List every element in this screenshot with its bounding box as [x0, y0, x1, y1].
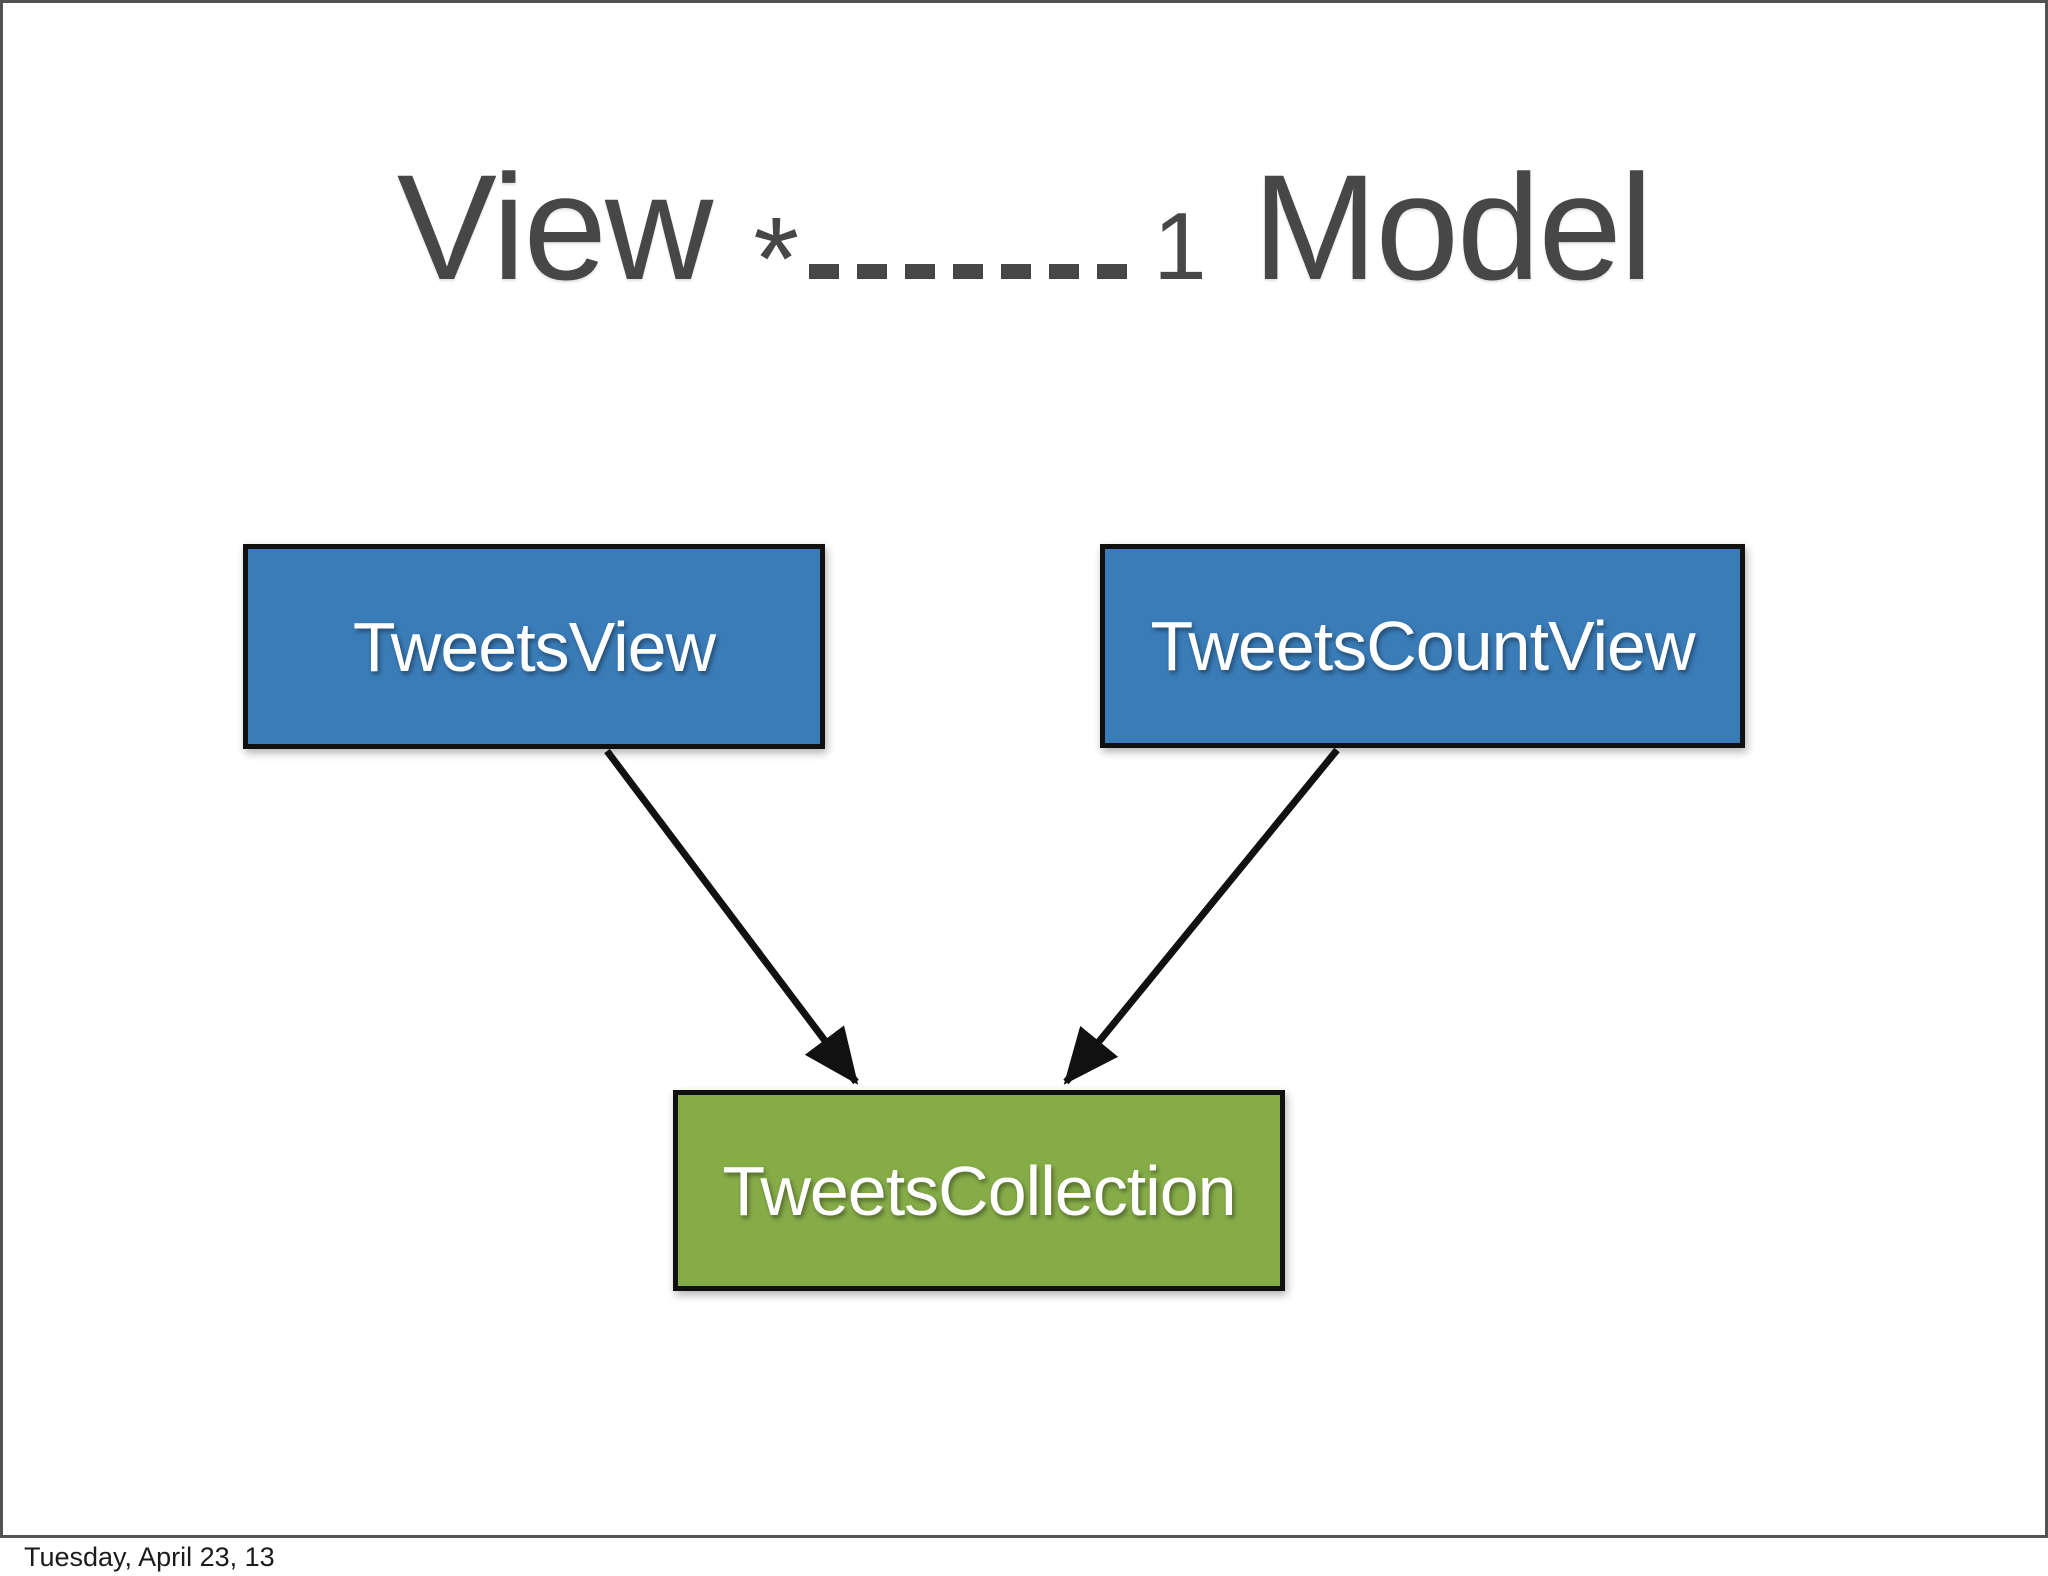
- node-tweets-collection: TweetsCollection: [673, 1090, 1285, 1291]
- node-tweets-view: TweetsView: [243, 544, 825, 749]
- multiplicity-one-label: 1: [1153, 193, 1207, 300]
- footer-date: Tuesday, April 23, 13: [24, 1542, 275, 1572]
- association-dash-line: [809, 264, 1142, 279]
- title-right-term: Model: [1252, 143, 1654, 311]
- node-tweets-count-view-label: TweetsCountView: [1150, 607, 1695, 685]
- node-tweets-collection-label: TweetsCollection: [722, 1151, 1236, 1230]
- node-tweets-view-label: TweetsView: [352, 607, 716, 686]
- multiplicity-many-asterisk: *: [753, 193, 800, 325]
- title-left-term: View: [396, 143, 713, 311]
- slide-title: View * 1 Model: [0, 143, 2048, 318]
- node-tweets-count-view: TweetsCountView: [1100, 544, 1745, 748]
